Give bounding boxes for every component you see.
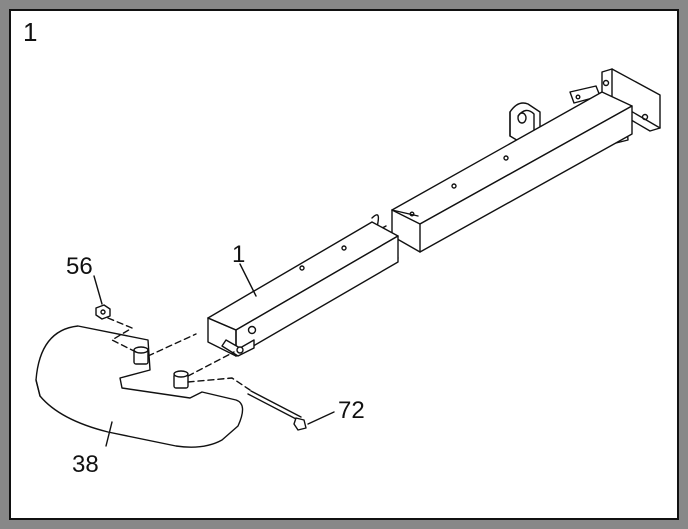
diagram-panel: 1 (9, 9, 679, 520)
callout-frame-tube: 1 (232, 241, 245, 268)
upper-tube-segment (391, 91, 633, 253)
callout-pedal: 38 (72, 451, 99, 478)
callout-nut: 56 (66, 253, 93, 280)
bolt-72 (247, 390, 307, 431)
pedal (35, 325, 244, 448)
callout-bolt: 72 (338, 397, 365, 424)
nut-56 (95, 304, 111, 320)
leader-lines (93, 263, 335, 447)
assembly-lines (107, 317, 251, 391)
step-number: 1 (23, 17, 38, 47)
lower-tube-segment (207, 221, 399, 357)
